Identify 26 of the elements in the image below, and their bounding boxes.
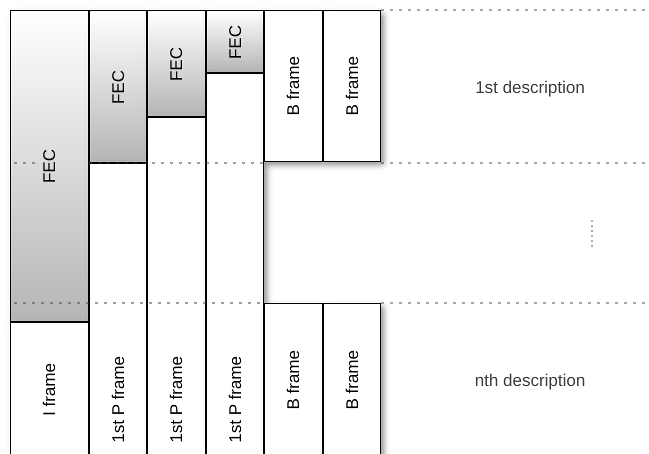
fec-block	[10, 10, 89, 322]
block-label: FEC	[226, 24, 244, 58]
block-label: FEC	[168, 46, 185, 80]
frame-block	[10, 322, 89, 454]
block-label: 1st P frame	[226, 356, 244, 443]
row-description: 1st description	[474, 77, 586, 99]
fec-block	[89, 10, 147, 163]
row-description: nth description	[474, 370, 586, 392]
fec-block	[206, 10, 264, 73]
frame-block	[323, 10, 381, 162]
frame-block	[147, 117, 206, 454]
block-label: B frame	[285, 350, 302, 410]
frame-block	[264, 10, 323, 162]
block-label: 1st P frame	[168, 356, 185, 443]
frame-block	[323, 303, 381, 454]
frame-block	[89, 163, 147, 454]
block-label: 1st P frame	[110, 356, 126, 443]
frame-block	[206, 73, 264, 454]
block-label: FEC	[110, 70, 126, 104]
block-label: B frame	[285, 56, 302, 116]
block-label: B frame	[344, 56, 360, 116]
frame-block	[264, 303, 323, 454]
fec-block	[147, 10, 206, 117]
block-label: B frame	[344, 350, 360, 410]
block-label: I frame	[41, 362, 58, 416]
block-label: FEC	[41, 149, 58, 183]
